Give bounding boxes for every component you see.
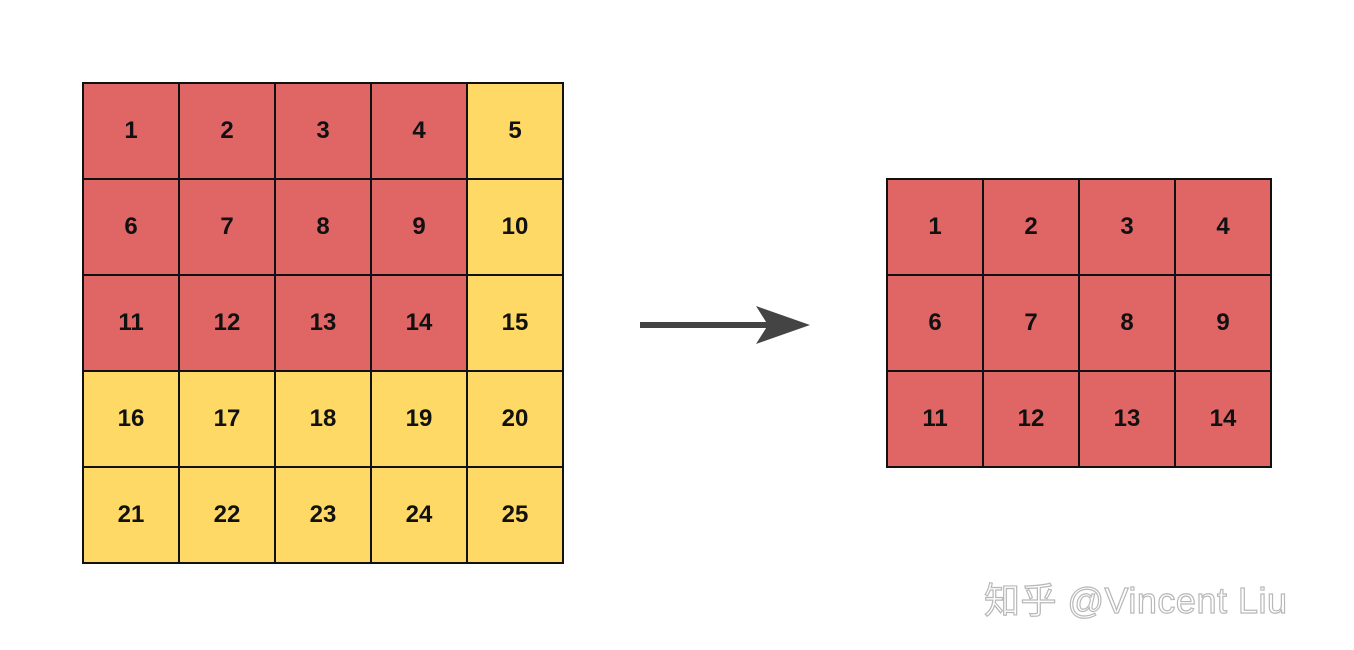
source-cell-4: 4 xyxy=(372,84,468,180)
source-cell-15: 15 xyxy=(468,276,564,372)
source-cell-10: 10 xyxy=(468,180,564,276)
source-cell-18: 18 xyxy=(276,372,372,468)
source-cell-6: 6 xyxy=(84,180,180,276)
result-cell-1: 1 xyxy=(888,180,984,276)
source-cell-21: 21 xyxy=(84,468,180,564)
result-cell-6: 6 xyxy=(888,276,984,372)
arrow-right-icon xyxy=(640,306,810,344)
source-cell-17: 17 xyxy=(180,372,276,468)
source-cell-12: 12 xyxy=(180,276,276,372)
source-cell-7: 7 xyxy=(180,180,276,276)
source-cell-24: 24 xyxy=(372,468,468,564)
source-cell-16: 16 xyxy=(84,372,180,468)
result-cell-14: 14 xyxy=(1176,372,1272,468)
result-cell-2: 2 xyxy=(984,180,1080,276)
result-cell-12: 12 xyxy=(984,372,1080,468)
source-cell-8: 8 xyxy=(276,180,372,276)
source-cell-2: 2 xyxy=(180,84,276,180)
source-cell-20: 20 xyxy=(468,372,564,468)
watermark: 知乎 @Vincent Liu xyxy=(983,579,1288,621)
source-cell-25: 25 xyxy=(468,468,564,564)
result-cell-8: 8 xyxy=(1080,276,1176,372)
source-cell-9: 9 xyxy=(372,180,468,276)
source-cell-3: 3 xyxy=(276,84,372,180)
source-cell-1: 1 xyxy=(84,84,180,180)
result-cell-13: 13 xyxy=(1080,372,1176,468)
source-cell-13: 13 xyxy=(276,276,372,372)
source-cell-11: 11 xyxy=(84,276,180,372)
result-cell-3: 3 xyxy=(1080,180,1176,276)
source-cell-22: 22 xyxy=(180,468,276,564)
source-cell-5: 5 xyxy=(468,84,564,180)
result-cell-9: 9 xyxy=(1176,276,1272,372)
result-cell-11: 11 xyxy=(888,372,984,468)
result-cell-4: 4 xyxy=(1176,180,1272,276)
source-cell-14: 14 xyxy=(372,276,468,372)
source-cell-23: 23 xyxy=(276,468,372,564)
result-cell-7: 7 xyxy=(984,276,1080,372)
source-cell-19: 19 xyxy=(372,372,468,468)
